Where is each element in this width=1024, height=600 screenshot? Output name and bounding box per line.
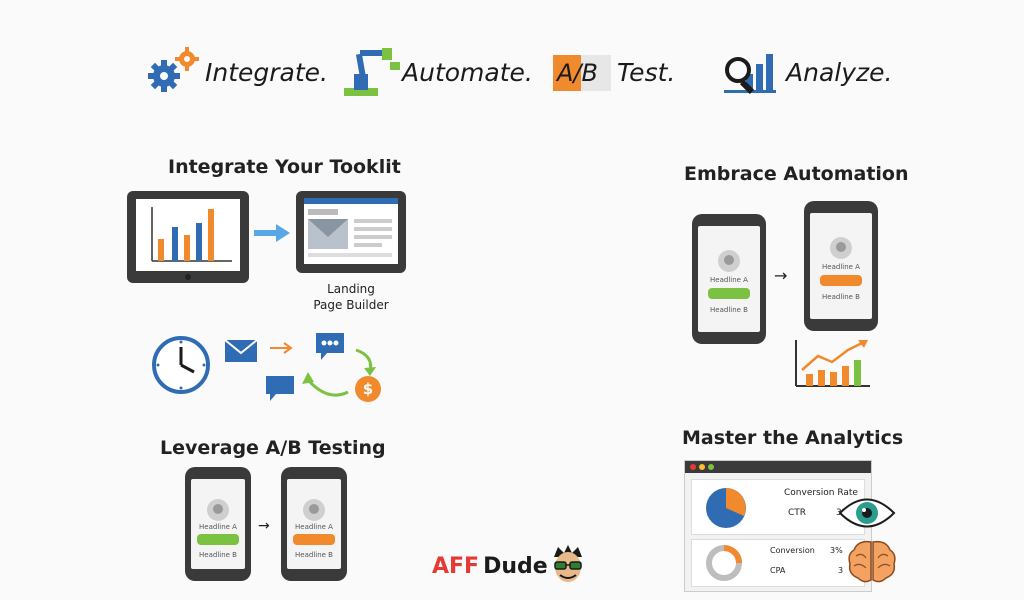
headline-a-label: Headline A	[199, 523, 237, 531]
row2-label: Conversion	[770, 546, 815, 555]
green-cta-pill	[708, 288, 750, 299]
landing-page-caption: Landing Page Builder	[296, 281, 406, 313]
donut-chart-icon	[706, 545, 742, 581]
arrow-right-small-icon	[270, 342, 293, 354]
arrow-right-icon	[254, 224, 290, 242]
window-titlebar	[685, 461, 871, 473]
headline-a-label: Headline A	[822, 263, 860, 271]
avatar	[303, 499, 325, 521]
avatar	[718, 250, 740, 272]
dude-avatar-icon	[554, 545, 582, 582]
header-ab-test: Test.	[617, 58, 676, 87]
bar-chart-illustration	[151, 207, 232, 262]
row1-label: Conversion Rate	[784, 488, 858, 498]
minimize-dot[interactable]	[699, 464, 705, 470]
envelope-icon	[224, 339, 258, 362]
svg-text:$: $	[363, 380, 373, 398]
headline-a-label: Headline A	[295, 523, 333, 531]
ab-phone-1: Headline A Headline B	[185, 467, 251, 581]
brand-dude: Dude	[483, 554, 548, 579]
header-automate: Automate.	[402, 58, 533, 87]
automation-phone-1: Headline A Headline B	[692, 214, 766, 344]
maximize-dot[interactable]	[708, 464, 714, 470]
gears-icon	[148, 47, 199, 92]
header-analyze: Analyze.	[786, 58, 893, 87]
avatar	[830, 237, 852, 259]
curved-arrow-left-icon	[302, 372, 349, 397]
brand-aff: AFF	[432, 554, 480, 579]
brain-icon	[848, 540, 896, 583]
caption-line1: Landing	[327, 282, 375, 296]
headline-b-label: Headline B	[295, 551, 333, 559]
header-integrate: Integrate.	[205, 58, 328, 87]
tablet-chart	[127, 191, 249, 283]
pie-chart-icon	[706, 488, 746, 528]
analytics-dashboard-window: Conversion Rate CTR 32 Conversion 3% CPA…	[684, 460, 872, 592]
row2-value: 3%	[830, 546, 843, 555]
headline-b-label: Headline B	[822, 293, 860, 301]
automation-phone-2: Headline A Headline B	[804, 201, 878, 331]
analytics-section-title: Master the Analytics	[682, 427, 904, 449]
avatar	[207, 499, 229, 521]
chat-bubble-dots-icon	[316, 333, 344, 360]
headline-b-label: Headline B	[199, 551, 237, 559]
image-placeholder-icon	[308, 219, 348, 237]
dollar-coin-icon: $	[355, 376, 381, 402]
tablet-landing-page	[296, 191, 406, 273]
magnifier-chart-icon	[724, 54, 776, 94]
orange-cta-pill	[820, 275, 862, 286]
dashboard-panel-1: Conversion Rate CTR 32	[691, 479, 865, 535]
chat-bubble-icon	[266, 376, 294, 401]
headline-b-label: Headline B	[710, 306, 748, 314]
growth-chart-icon	[795, 340, 870, 387]
green-cta-pill	[197, 534, 239, 545]
row2-sub-value: 3	[838, 566, 844, 575]
orange-cta-pill	[293, 534, 335, 545]
close-dot[interactable]	[690, 464, 696, 470]
clock-icon	[152, 336, 210, 394]
integrate-section-title: Integrate Your Tooklit	[168, 156, 401, 178]
ab-phone-2: Headline A Headline B	[281, 467, 347, 581]
headline-a-label: Headline A	[710, 276, 748, 284]
automation-section-title: Embrace Automation	[684, 163, 909, 185]
arrow-right-icon: →	[774, 266, 788, 285]
caption-line2: Page Builder	[313, 298, 389, 312]
row1-sub: CTR	[788, 508, 807, 518]
curved-arrow-down-icon	[355, 348, 376, 376]
ab-section-title: Leverage A/B Testing	[160, 437, 386, 459]
ab-test-icon: A/B	[553, 55, 611, 91]
dashboard-panel-2: Conversion 3% CPA 3	[691, 539, 865, 587]
eye-icon	[838, 498, 896, 528]
arrow-right-icon: →	[258, 518, 270, 534]
ab-badge-text: A/B	[557, 59, 598, 87]
row2-sub: CPA	[770, 566, 786, 575]
robot-arm-icon	[344, 48, 400, 96]
